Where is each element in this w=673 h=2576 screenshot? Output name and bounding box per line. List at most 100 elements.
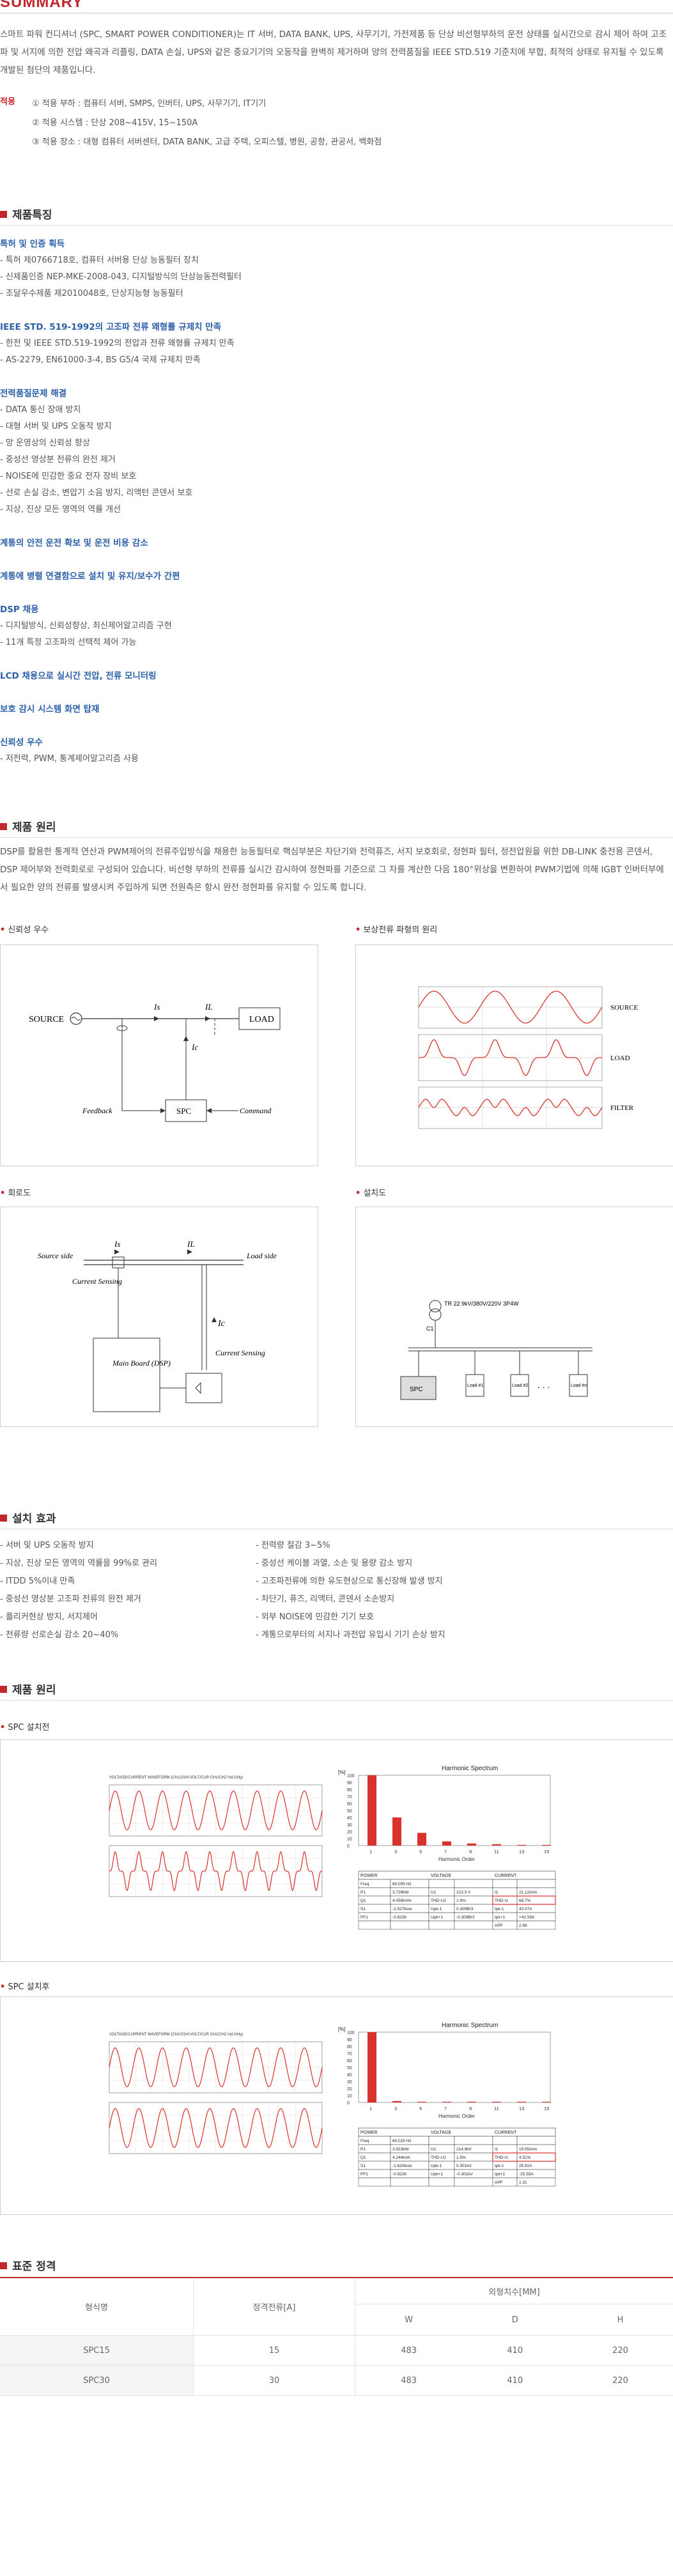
diag3-load-label: Load side	[246, 1251, 277, 1260]
table-cell: -25.55A	[519, 2172, 534, 2177]
table-cell: 214.9kV	[456, 2147, 472, 2152]
table-cell: Ipk+1	[495, 2172, 505, 2177]
caption-circuit: •회로도	[0, 1189, 31, 1198]
section-divider	[0, 225, 673, 226]
spectrum-x-tick: 11	[494, 1849, 499, 1855]
spectrum-box	[358, 2032, 551, 2103]
section-square-icon	[0, 1686, 7, 1693]
feature-item: - 특허 제0766718호, 컴퓨터 서버용 단상 능동필터 장치	[0, 256, 199, 265]
waveform-principle-diagram: SOURCE LOAD FILTER	[355, 945, 673, 1166]
effect-item: - 전력량 절감 3~5%	[256, 1541, 330, 1550]
apply-label: 적용	[0, 97, 15, 107]
table-cell: APF	[495, 1924, 503, 1928]
spectrum-x-tick: 7	[444, 1849, 447, 1855]
table-cell: I1	[495, 2147, 499, 2152]
table-cell-box	[492, 1879, 518, 1888]
spectrum-y-tick: 20	[347, 2087, 352, 2092]
table-cell: Ipk-1	[495, 1907, 504, 1911]
section-divider	[0, 837, 673, 838]
diag3-board-label: Main Board (DSP)	[112, 1359, 171, 1368]
feature-item: - NOISE에 민감한 중요 전자 장비 보호	[0, 472, 137, 481]
effect-item: - 계통으로부터의 서지나 과전압 유입시 기기 손상 방지	[256, 1630, 445, 1640]
features-list: 특허 및 인증 획득- 특허 제0766718호, 컴퓨터 서버용 단상 능동필…	[0, 236, 673, 784]
table-cell: P1	[360, 2147, 366, 2152]
feature-item: - AS-2279, EN61000-3-4, BS G5/4 국제 규제치 만…	[0, 355, 201, 365]
table-cell: Upk-1	[431, 2164, 442, 2168]
apply-item: ③ 적용 장소 : 대형 컴퓨터 서버센터, DATA BANK, 고급 주택,…	[32, 137, 382, 147]
spectrum-y-tick: 50	[347, 2066, 352, 2071]
feature-item: - 지상, 진상 모든 영역의 역률 개선	[0, 505, 121, 514]
spectrum-bar	[392, 2101, 401, 2102]
spectrum-x-tick: 3	[394, 2106, 397, 2111]
spectrum-title: Harmonic Spectrum	[442, 1765, 498, 1772]
table-cell-box	[492, 2136, 518, 2145]
table-cell: Ipk+1	[495, 1915, 505, 1920]
spectrum-x-tick: 15	[544, 2106, 549, 2111]
table-cell: THD-I1	[495, 1899, 508, 1903]
spectrum-y-tick: 60	[347, 1802, 352, 1807]
spectrum-x-label: Harmonic Order	[438, 2113, 475, 2119]
section-divider	[0, 1700, 673, 1701]
table-cell-box	[516, 1879, 556, 1888]
feature-item: - 한전 및 IEEE STD.519-1992의 전압과 전류 왜형률 규제치…	[0, 339, 235, 348]
cell-d: 410	[462, 2335, 568, 2366]
table-cell: 4.244kVA	[392, 2156, 410, 2160]
spectrum-x-tick: 5	[419, 2106, 422, 2111]
measurement-before-panel: VOLTAGE/CURRENT WAVEFORM (Ch1/2/3/4:VOLT…	[0, 1739, 673, 1962]
cell-w: 483	[355, 2335, 463, 2366]
diag1-command-label: Command	[240, 1106, 272, 1115]
table-cell-box	[358, 1920, 391, 1930]
caption-waveform: •보상전류 파형의 원리	[355, 925, 438, 935]
cell-model: SPC30	[0, 2365, 194, 2396]
table-cell: +42.59A	[519, 1915, 535, 1920]
table-cell: 1.5%	[456, 2156, 466, 2160]
thd-highlight	[492, 1895, 556, 1905]
table-cell: APF	[495, 2180, 503, 2185]
table-cell: THD-I1	[495, 2156, 508, 2160]
effect-item: - ITDD 5%이내 만족	[0, 1577, 75, 1586]
effect-item: - 중성선 영상분 고조파 전류의 완전 제거	[0, 1594, 141, 1604]
table-cell: 4.51%	[519, 2156, 531, 2160]
table-cell: Freq	[360, 1882, 369, 1886]
measurement-after-panel: VOLTAGE/CURRENT WAVEFORM (Ch1/2/3/4:VOLT…	[0, 1996, 673, 2215]
spectrum-x-tick: 3	[394, 1849, 397, 1855]
caption-after: •SPC 설치후	[0, 1982, 50, 1992]
spec-table: 형식명 정격전류[A] 외형치수[MM] W D H SPC15 15 483 …	[0, 2278, 673, 2396]
effects-heading: 설치 효과	[0, 1509, 56, 1525]
section-square-icon	[0, 211, 7, 218]
table-cell: 2.99	[519, 1924, 527, 1928]
table-cell-box	[516, 2136, 556, 2145]
table-row: SPC15 15 483 410 220	[0, 2335, 673, 2366]
diag3-il-label: IL	[187, 1239, 195, 1249]
table-cell: Q1	[360, 1899, 366, 1903]
table-cell-box	[390, 2177, 429, 2187]
spectrum-y-tick: 90	[347, 2038, 352, 2042]
spectrum-y-tick: 80	[347, 2045, 352, 2049]
spectrum-x-label: Harmonic Order	[438, 1856, 475, 1862]
table-cell: -0.9226	[392, 2172, 406, 2177]
feature-heading: 계통의 안전 운전 확보 및 운전 비용 감소	[0, 538, 148, 548]
effect-item: - 플리커현상 방지, 서지제어	[0, 1612, 98, 1622]
table-cell-box	[428, 1879, 455, 1888]
table-cell: P1	[360, 1890, 366, 1895]
summary-title: SUMMARY	[0, 0, 84, 11]
table-cell: U1	[431, 2147, 437, 2152]
section-square-icon	[0, 823, 7, 830]
caption-install: •설치도	[355, 1189, 387, 1198]
table-cell-box	[454, 1879, 493, 1888]
feature-heading: 보호 감시 시스템 화면 탑재	[0, 704, 100, 714]
head-w: W	[355, 2304, 463, 2336]
effects-title: 설치 효과	[12, 1513, 56, 1525]
cell-h: 220	[568, 2335, 673, 2366]
spectrum-y-tick: 50	[347, 1809, 352, 1814]
spectrum-bar	[367, 2032, 376, 2102]
spectrum-bar	[542, 1844, 551, 1846]
head-current: 정격전류[A]	[193, 2278, 355, 2336]
summary-intro: 스마트 파워 컨디셔너 (SPC, SMART POWER CONDITIONE…	[0, 29, 667, 75]
table-head-row	[358, 1870, 556, 1880]
table-cell: Ipk-1	[495, 2164, 504, 2168]
table-cell: 3.923kW	[392, 2147, 410, 2152]
principle2-title: 제품 원리	[12, 1684, 56, 1697]
features-heading: 제품특징	[0, 206, 52, 222]
apply-item: ② 적용 시스템 : 단상 208~415V, 15~150A	[32, 118, 198, 128]
